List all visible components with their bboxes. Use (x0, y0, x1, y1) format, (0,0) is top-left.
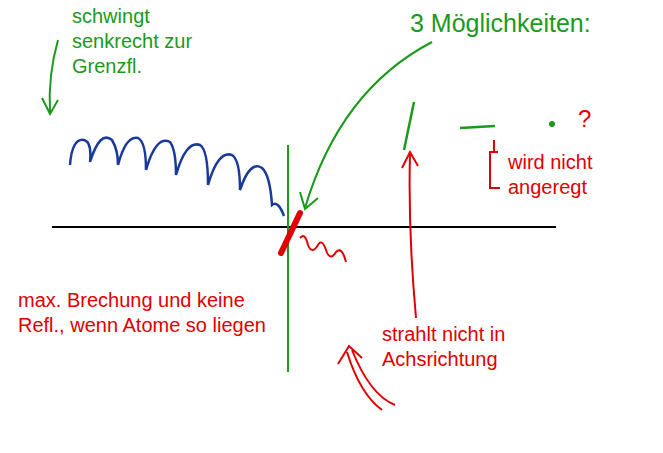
normal-line (287, 145, 289, 372)
refracted-wave (300, 236, 346, 262)
dipole-option (549, 121, 555, 127)
pointer-arrow (300, 42, 432, 209)
note-text: wird nicht angeregt (508, 150, 648, 200)
interface-line (52, 226, 556, 228)
incident-wave (70, 138, 284, 216)
note-text: max. Brechung und keine Refl., wenn Atom… (18, 288, 276, 338)
note-text: schwingt senkrecht zur Grenzfl. (72, 4, 212, 79)
note-text: ? (578, 104, 608, 134)
dipole-option (460, 126, 495, 128)
bracket (490, 140, 500, 188)
pointer-arrow (402, 152, 418, 318)
pointer-arrow (42, 40, 58, 114)
dipole-option (404, 102, 414, 150)
note-text: strahlt nicht in Achsrichtung (382, 322, 592, 372)
note-text: 3 Möglichkeiten: (410, 8, 650, 39)
dipole-mark (281, 213, 300, 253)
